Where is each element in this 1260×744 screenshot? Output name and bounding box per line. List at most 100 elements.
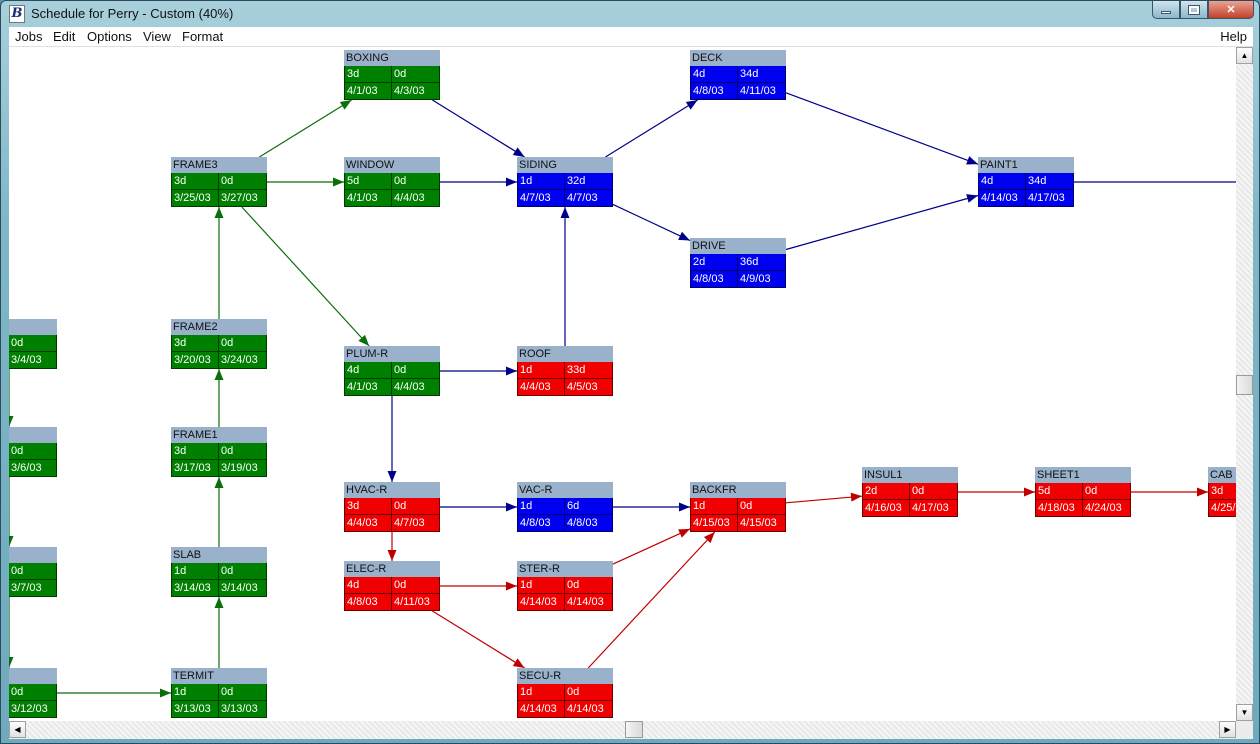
scroll-right-button[interactable]: ▶ — [1219, 721, 1236, 738]
arrowhead-icon — [339, 100, 352, 110]
job-node-found[interactable]: OUNDl0d10/033/12/03 — [9, 668, 57, 718]
maximize-button[interactable] — [1180, 1, 1208, 19]
dependency-line-siding-deck — [605, 99, 698, 158]
job-finish-date: 3/12/03 — [9, 701, 57, 718]
job-start-date: 3/25/03 — [171, 190, 219, 207]
job-finish-date: 4/11/03 — [392, 594, 440, 611]
job-float: 0d — [565, 577, 613, 594]
arrowhead-icon — [966, 194, 978, 203]
vertical-scroll-thumb[interactable] — [1236, 375, 1253, 395]
arrow-up-icon: ▲ — [1240, 51, 1249, 60]
horizontal-scrollbar[interactable]: ◀ ▶ — [9, 721, 1236, 739]
job-duration: 1d — [690, 498, 738, 515]
close-icon: ✕ — [1226, 4, 1236, 16]
job-finish-date: 4/15/03 — [738, 515, 786, 532]
job-start-date: 4/7/03 — [517, 190, 565, 207]
job-duration: 3d — [344, 498, 392, 515]
job-finish-date: 3/27/03 — [219, 190, 267, 207]
scroll-up-button[interactable]: ▲ — [1236, 47, 1253, 64]
menu-edit[interactable]: Edit — [53, 29, 76, 44]
maximize-icon — [1188, 4, 1200, 15]
job-node-grade1[interactable]: RADE1l0d5/033/6/03 — [9, 427, 57, 477]
scroll-left-button[interactable]: ◀ — [9, 721, 26, 738]
scroll-down-button[interactable]: ▼ — [1236, 704, 1253, 721]
job-name: FRAME3 — [171, 157, 267, 173]
job-start-date: 4/25/0 — [1208, 500, 1236, 517]
job-node-survey[interactable]: URVEYl0d4/033/4/03 — [9, 319, 57, 369]
minimize-button[interactable] — [1152, 1, 1180, 19]
job-finish-date: 4/17/03 — [1026, 190, 1074, 207]
job-float: 0d — [392, 66, 440, 83]
job-duration: 3d — [171, 443, 219, 460]
job-name: WINDOW — [344, 157, 440, 173]
job-start-date: 4/1/03 — [344, 190, 392, 207]
job-float: 0d — [9, 684, 57, 701]
arrowhead-icon — [506, 177, 517, 187]
job-finish-date: 4/24/03 — [1083, 500, 1131, 517]
resize-grip[interactable] — [1236, 721, 1253, 739]
dependency-line-secur-backfr — [587, 531, 716, 669]
menu-view[interactable]: View — [143, 29, 171, 44]
job-name: PAINT1 — [978, 157, 1074, 173]
job-float: 0d — [9, 443, 57, 460]
app-logo-icon: B — [9, 5, 25, 23]
job-name: RADE1 — [9, 427, 57, 443]
job-duration: 4d — [690, 66, 738, 83]
job-node-foot[interactable]: OOTl0d7/033/7/03 — [9, 547, 57, 597]
menu-format[interactable]: Format — [182, 29, 224, 44]
job-name: BACKFR — [690, 482, 786, 498]
job-start-date: 4/16/03 — [862, 500, 910, 517]
arrowhead-icon — [9, 416, 14, 427]
menu-help[interactable]: Help — [1220, 29, 1247, 44]
arrowhead-icon — [685, 100, 698, 110]
arrowhead-icon — [560, 207, 570, 218]
horizontal-scroll-thumb[interactable] — [625, 721, 643, 738]
job-float: 32d — [565, 173, 613, 190]
arrow-right-icon: ▶ — [1224, 725, 1231, 734]
job-name: URVEY — [9, 319, 57, 335]
job-duration: 3d — [171, 173, 219, 190]
close-button[interactable]: ✕ — [1208, 1, 1254, 19]
job-start-date: 3/14/03 — [171, 580, 219, 597]
arrowhead-icon — [358, 334, 370, 346]
job-start-date: 4/1/03 — [344, 83, 392, 100]
job-name: HVAC-R — [344, 482, 440, 498]
menu-jobs[interactable]: Jobs — [15, 29, 43, 44]
job-start-date: 4/18/03 — [1035, 500, 1083, 517]
job-duration: 1d — [517, 577, 565, 594]
vertical-scrollbar[interactable]: ▲ ▼ — [1236, 47, 1253, 721]
title-bar[interactable]: B Schedule for Perry - Custom (40%) ✕ — [1, 1, 1259, 27]
job-duration: 3d — [171, 335, 219, 352]
job-finish-date: 4/11/03 — [738, 83, 786, 100]
job-duration: 2d — [690, 254, 738, 271]
job-name: SIDING — [517, 157, 613, 173]
arrowhead-icon — [966, 156, 978, 165]
menu-options[interactable]: Options — [87, 29, 132, 44]
arrowhead-icon — [214, 369, 224, 380]
dependency-line-frame3-boxing — [259, 99, 352, 158]
dependency-line-boxing-siding — [432, 99, 525, 158]
